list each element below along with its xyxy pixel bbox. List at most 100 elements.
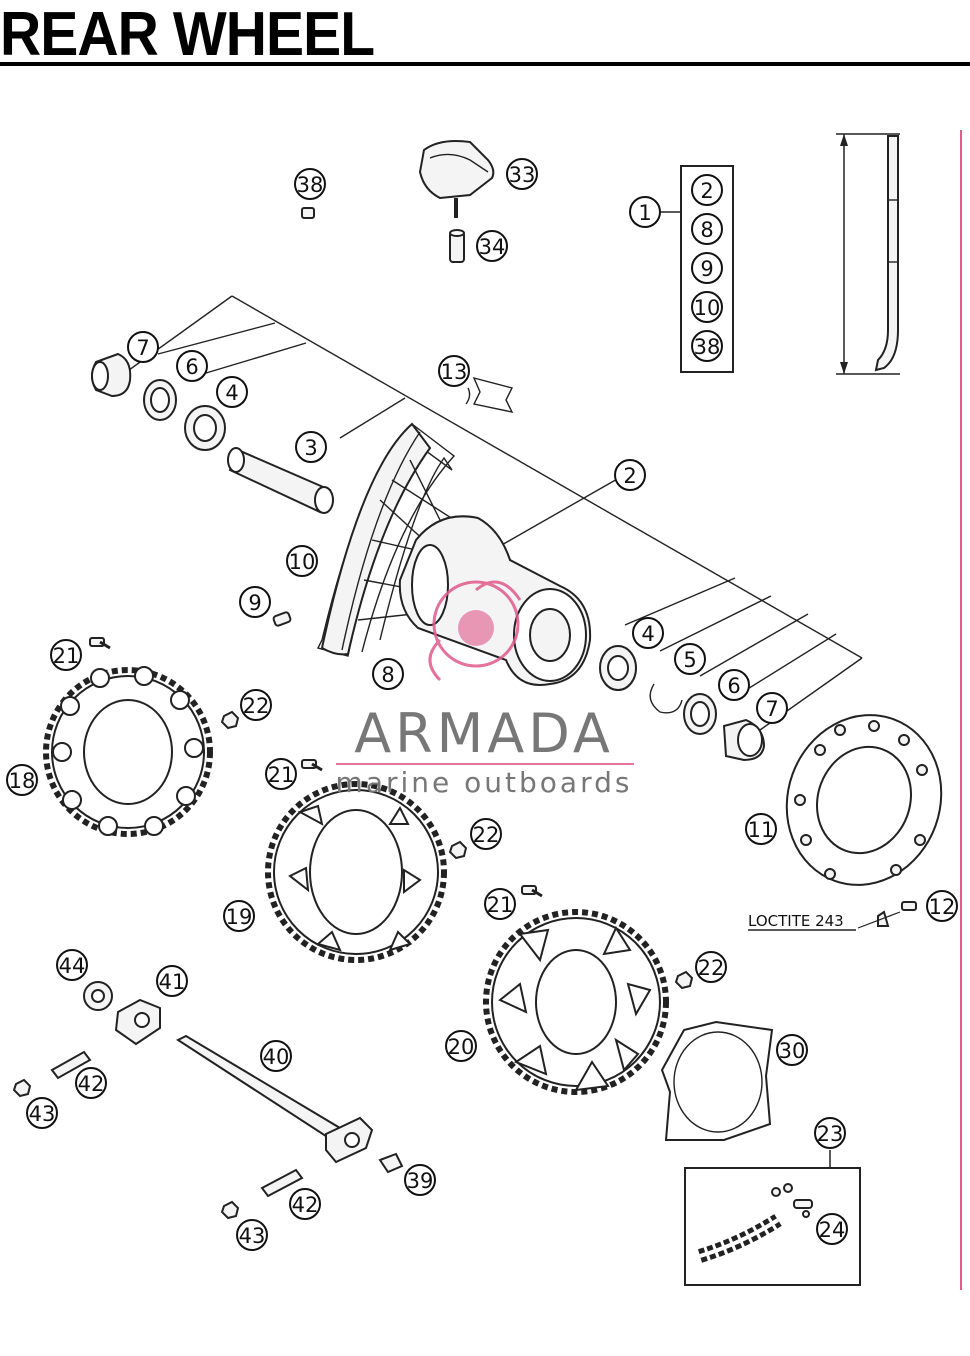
callout-30: 30 [776,1034,808,1066]
svg-text:9: 9 [248,591,261,615]
distance-tube-part [227,447,334,514]
svg-text:8: 8 [700,218,713,242]
callout-8: 8 [372,658,404,690]
callout-40: 40 [260,1040,292,1072]
svg-text:43: 43 [239,1224,266,1248]
sprocket-gasket-part [660,1020,774,1141]
callout-20: 20 [445,1030,477,1062]
callout-10: 10 [286,545,318,577]
svg-text:4: 4 [225,381,238,405]
callout-21-b: 21 [265,758,297,790]
callout-22-c: 22 [695,951,727,983]
callout-11: 11 [745,813,777,845]
chain-adjuster-part [114,998,161,1046]
adjuster-screw-part [50,1050,92,1080]
svg-text:39: 39 [407,1169,434,1193]
bolt-21c-part [521,885,543,898]
callout-23: 23 [814,1117,846,1149]
kit-member-38: 38 [691,330,723,362]
svg-text:38: 38 [297,173,324,197]
watermark-tagline: marine outboards [336,766,633,799]
rim-tape-part [465,376,514,413]
svg-text:7: 7 [765,697,778,721]
callout-34: 34 [476,230,508,262]
callout-42-b: 42 [289,1188,321,1220]
title-underline [0,62,970,66]
sprocket-18-part [43,666,213,837]
svg-text:11: 11 [748,818,775,842]
callout-43-b: 43 [236,1219,268,1251]
page-title: REAR WHEEL [0,0,375,69]
callout-7-left: 7 [127,331,159,363]
nut-22a-part [220,710,240,730]
brake-disc-part [785,714,943,886]
svg-text:10: 10 [289,550,316,574]
svg-text:42: 42 [78,1072,105,1096]
sprocket-20-part [483,909,669,1095]
svg-text:22: 22 [243,694,270,718]
callout-38-top: 38 [294,168,326,200]
spoke-nipple-part [272,611,292,627]
callout-5: 5 [674,643,706,675]
adjuster-nut-part [83,981,113,1011]
callout-7-right: 7 [756,692,788,724]
adjuster-screw-b-part [260,1168,304,1198]
callout-6-left: 6 [176,350,208,382]
svg-text:12: 12 [929,895,956,919]
bearing-right-part [599,645,637,691]
callout-22-b: 22 [470,818,502,850]
svg-text:21: 21 [53,644,80,668]
watermark-logo [336,580,634,765]
svg-text:38: 38 [694,335,721,359]
svg-text:10: 10 [694,296,721,320]
callout-12: 12 [926,890,958,922]
circlip-part [649,683,683,714]
kit-member-10: 10 [691,291,723,323]
svg-text:5: 5 [683,648,696,672]
loctite-note: LOCTITE 243 [748,912,844,930]
chain-link-part [771,1183,813,1218]
axle-part [175,1034,374,1164]
watermark-brand: ARMADA [354,702,614,765]
svg-text:19: 19 [226,905,253,929]
svg-text:1: 1 [638,201,651,225]
callout-13: 13 [438,355,470,387]
callout-3: 3 [295,431,327,463]
svg-text:2: 2 [623,464,636,488]
svg-text:8: 8 [381,663,394,687]
seal-left-part [143,379,177,421]
hub-part [398,515,592,686]
svg-text:42: 42 [292,1193,319,1217]
svg-text:41: 41 [159,970,186,994]
axle-nut-39-part [378,1152,404,1174]
svg-text:6: 6 [185,355,198,379]
svg-text:7: 7 [136,336,149,360]
axle-alignment-lines [117,295,863,731]
spoke-dimension-drawing [836,133,900,375]
callout-1: 1 [629,196,661,228]
svg-text:22: 22 [698,956,725,980]
callout-22-a: 22 [240,689,272,721]
kit-member-2: 2 [691,174,723,206]
adjuster-locknut-b-part [220,1200,240,1220]
callout-4-left: 4 [216,376,248,408]
adjuster-locknut-part [12,1078,32,1098]
callout-42-a: 42 [75,1067,107,1099]
spacer-right-part [722,718,766,762]
callout-6-right: 6 [718,669,750,701]
svg-text:4: 4 [641,622,654,646]
svg-text:24: 24 [819,1218,846,1242]
callout-41: 41 [156,965,188,997]
chain-part [697,1214,782,1263]
callout-9: 9 [239,586,271,618]
sprocket-19-part [265,781,447,963]
bolt-21a-part [89,637,111,650]
callout-43-a: 43 [26,1097,58,1129]
disc-bolt-part [748,901,917,931]
nut-22b-part [448,840,468,860]
svg-text:9: 9 [700,257,713,281]
rim-part [316,422,456,657]
callout-33: 33 [506,158,538,190]
nut-22c-part [674,970,694,990]
